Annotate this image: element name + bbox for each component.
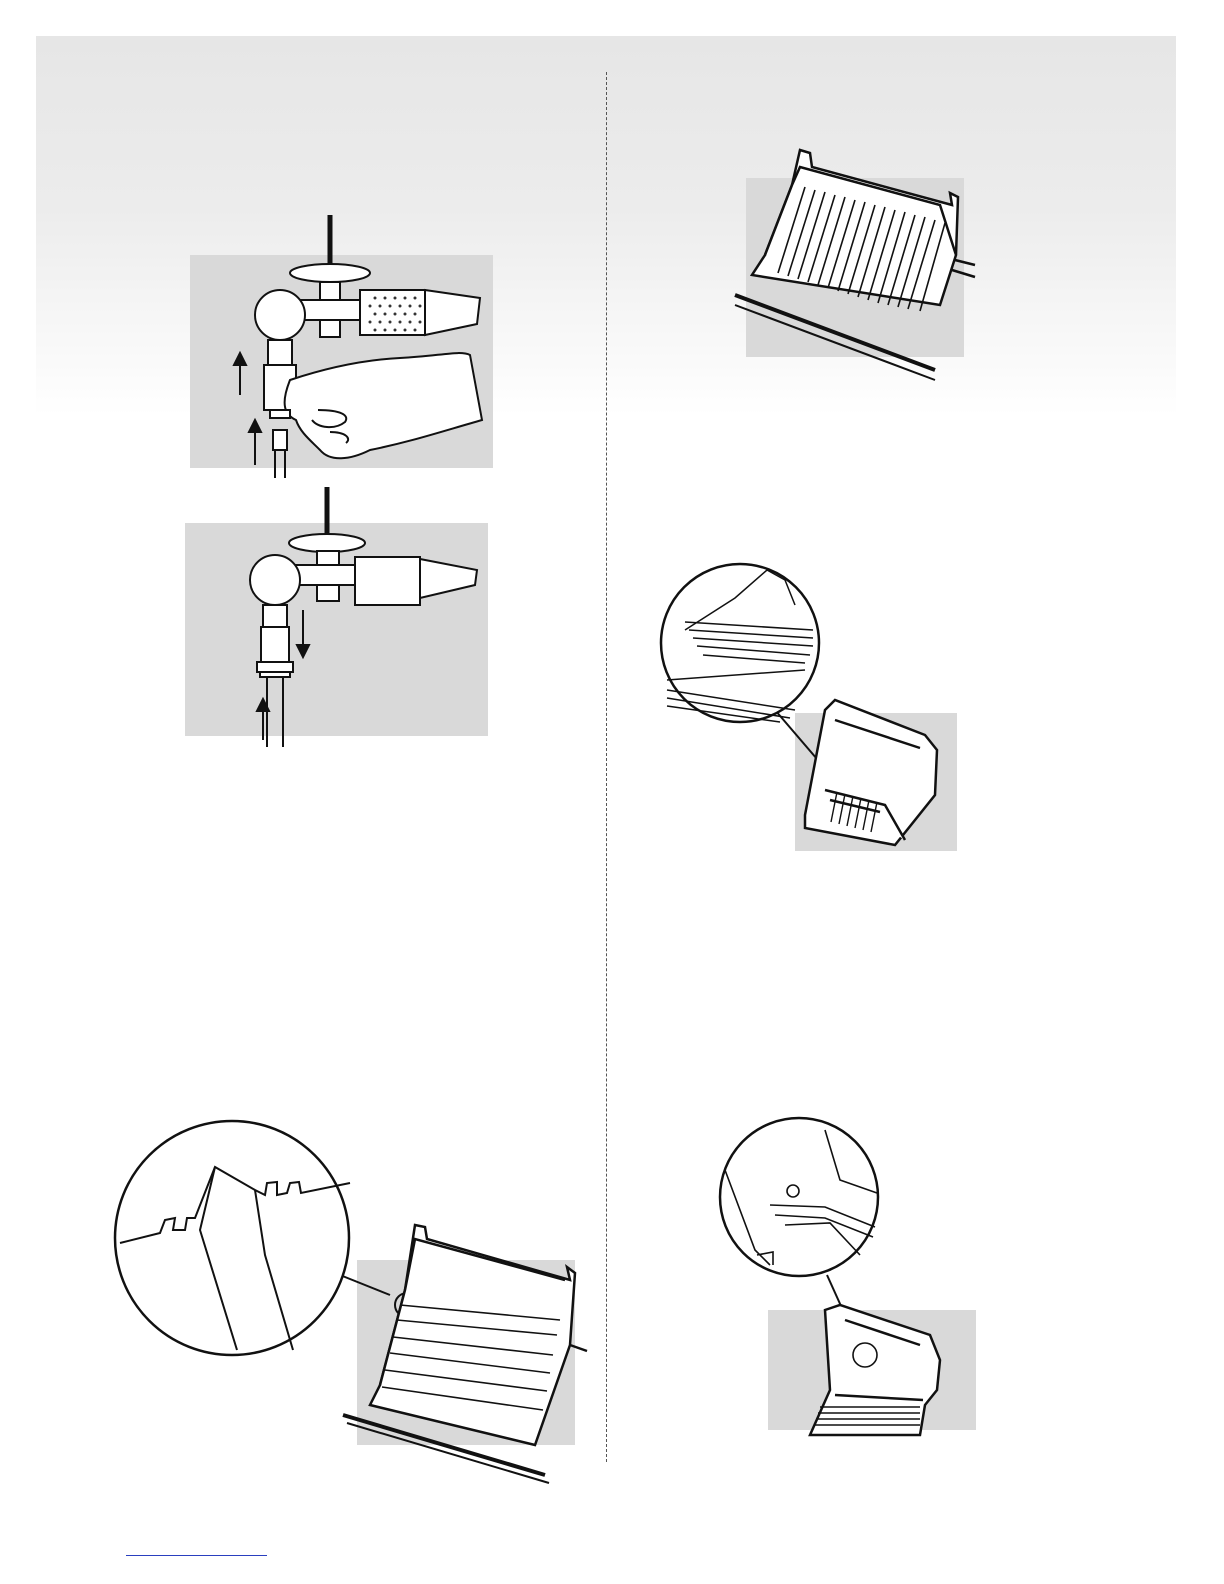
screw-icon <box>787 1185 799 1197</box>
figure-warming-rack-detail <box>655 560 975 860</box>
lid-screw-illustration <box>715 1115 985 1440</box>
valve-ball-icon <box>255 290 305 340</box>
valve-ball-icon <box>250 555 300 605</box>
column-divider <box>606 72 607 1462</box>
magnifier-circle-icon <box>720 1118 878 1276</box>
footer-link[interactable] <box>126 1555 267 1556</box>
magnifier-circle-icon <box>115 1121 349 1355</box>
figure-valve-removal <box>190 210 500 480</box>
magnifier-circle-icon <box>661 564 819 722</box>
figure-burner-box-grate <box>730 145 990 385</box>
burner-box-illustration <box>730 145 990 385</box>
warming-rack-illustration <box>655 560 975 860</box>
heat-deflector-illustration <box>115 1115 595 1475</box>
valve-removal-illustration <box>190 210 500 480</box>
figure-heat-deflector-detail <box>115 1115 595 1475</box>
valve-install-illustration <box>185 485 495 750</box>
figure-lid-screw-detail <box>715 1115 985 1440</box>
burner-tube-icon <box>355 557 420 605</box>
figure-valve-install <box>185 485 495 750</box>
